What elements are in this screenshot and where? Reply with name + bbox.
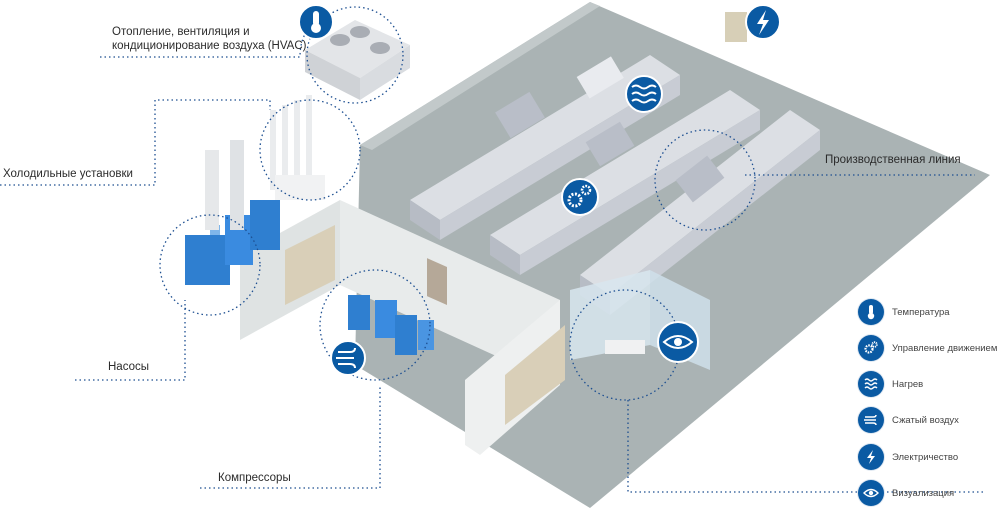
production-line-label: Производственная линия: [825, 154, 961, 166]
room-back-wall: [340, 200, 560, 385]
legend-item-electricity: Электричество: [858, 443, 958, 471]
hvac-label-line1: Отопление, вентиляция и: [112, 26, 250, 38]
electrical-box: [725, 12, 747, 42]
eye-icon: [858, 480, 884, 506]
legend-label: Электричество: [892, 451, 959, 463]
lightning-icon: [858, 444, 884, 470]
legend-label: Температура: [892, 306, 950, 318]
blue-compressors: [348, 295, 434, 355]
scene-lightning-icon: [745, 4, 781, 40]
chillers-label: Холодильные установки: [3, 168, 133, 180]
blue-pumps: [185, 200, 280, 285]
scene-eye-icon: [657, 321, 699, 363]
control-cabinet: [285, 225, 335, 305]
pumps-label: Насосы: [108, 361, 149, 373]
scene-thermometer-icon: [298, 4, 334, 40]
production-machine-2: [490, 90, 760, 275]
heat-waves-icon: [858, 371, 884, 397]
hvac-label-line2: кондиционирование воздуха (HVAC): [112, 40, 307, 52]
gears-icon: [858, 335, 884, 361]
scene-gears-icon: [561, 178, 599, 216]
control-cabinet-2: [505, 325, 565, 425]
production-machine-1: [410, 55, 680, 240]
legend-item-visualization: Визуализация: [858, 479, 954, 507]
legend-label: Визуализация: [892, 487, 955, 499]
hvac-unit: [305, 20, 410, 100]
compressed-air-icon: [858, 407, 884, 433]
thermometer-icon: [858, 299, 884, 325]
legend-item-motion-control: Управление движением: [858, 334, 997, 362]
legend-item-heating: Нагрев: [858, 370, 923, 398]
chiller-stacks: [205, 95, 325, 230]
compressors-label: Компрессоры: [218, 472, 291, 484]
legend-item-compressed-air: Сжатый воздух: [858, 406, 959, 434]
legend-label: Сжатый воздух: [892, 414, 959, 426]
scene-compressed-air-icon: [330, 340, 366, 376]
legend-label: Нагрев: [892, 378, 924, 390]
legend-label: Управление движением: [892, 342, 998, 354]
scene-heat-waves-icon: [625, 75, 663, 113]
legend-item-temperature: Температура: [858, 298, 950, 326]
hvac-callout: Отопление, вентиляция и кондиционировани…: [112, 25, 312, 53]
